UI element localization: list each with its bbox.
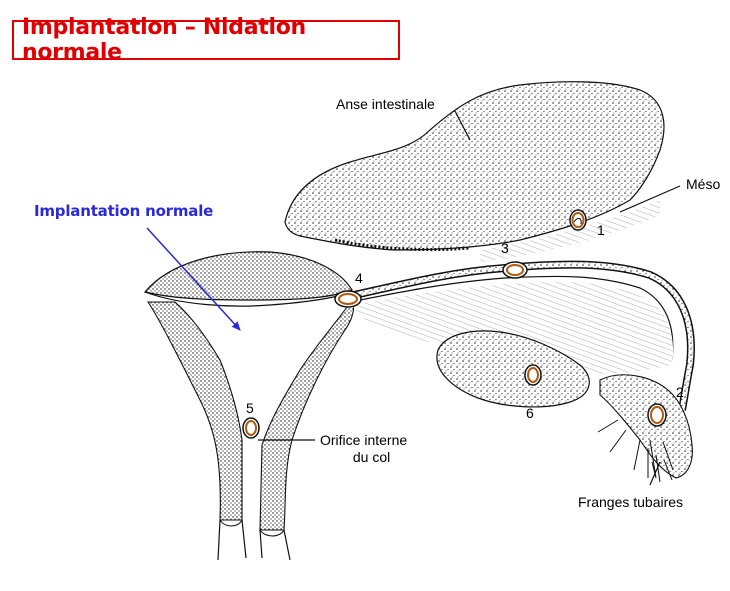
label-franges: Franges tubaires xyxy=(578,494,684,510)
uterine-wall-right xyxy=(259,298,355,531)
site-number-6: 6 xyxy=(526,405,534,421)
site-number-5: 5 xyxy=(246,400,254,416)
title-box: Implantation – Nidation normale xyxy=(12,15,400,65)
label-anse-intestinale: Anse intestinale xyxy=(336,96,435,112)
broad-ligament xyxy=(352,281,674,374)
ovary xyxy=(436,330,590,408)
site-number-1: 1 xyxy=(597,222,605,238)
embryo-site-4 xyxy=(334,290,362,308)
embryo-site-3 xyxy=(502,261,528,279)
callout-label: Implantation normale xyxy=(34,202,214,220)
leader-meso xyxy=(619,185,681,213)
leader-franges xyxy=(649,461,661,486)
label-orifice-line1: Orifice interne xyxy=(320,432,408,448)
embryo-site-6 xyxy=(524,364,542,386)
fimbriae xyxy=(599,374,693,479)
uterine-fundus xyxy=(143,251,353,301)
site-number-2: 2 xyxy=(676,384,684,400)
intestinal-loop xyxy=(284,81,665,251)
leader-anse xyxy=(454,110,471,141)
mesentery xyxy=(480,200,660,262)
embryo-site-1 xyxy=(569,209,587,231)
callout-arrow xyxy=(146,227,241,331)
page-title: Implantation – Nidation normale xyxy=(22,15,306,65)
label-orifice: Orifice interne du col xyxy=(320,432,407,466)
site-number-4: 4 xyxy=(355,270,363,286)
label-orifice-line2: du col xyxy=(352,449,391,465)
embryo-site-5 xyxy=(242,417,260,439)
label-meso: Méso xyxy=(686,176,721,192)
site-number-3: 3 xyxy=(501,240,509,256)
embryo-site-2 xyxy=(647,403,667,427)
uterine-wall-left xyxy=(146,301,243,521)
